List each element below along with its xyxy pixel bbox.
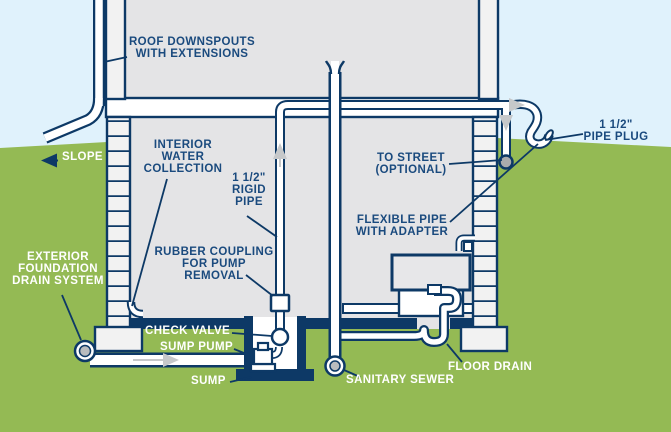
left-block-wall [105, 115, 132, 330]
exterior-drain-pipe [73, 339, 248, 368]
label-sump: SUMP [191, 375, 226, 387]
rubber-coupling-figure [269, 293, 291, 313]
pipe-plug-figure [498, 154, 514, 170]
label-rigid-pipe: 1 1/2" RIGID PIPE [232, 172, 266, 208]
label-floor-drain: FLOOR DRAIN [448, 361, 533, 373]
vent-stack [324, 60, 346, 377]
label-pipe-plug: 1 1/2" PIPE PLUG [583, 119, 649, 143]
label-roof-downspouts: ROOF DOWNSPOUTS WITH EXTENSIONS [128, 36, 256, 60]
label-check-valve: CHECK VALVE [145, 325, 231, 337]
left-upper-wall [104, 0, 127, 101]
label-sump-pump: SUMP PUMP [160, 341, 234, 353]
right-block-wall [471, 115, 499, 330]
left-footing [93, 325, 144, 353]
check-valve-figure [270, 327, 290, 347]
right-upper-wall [477, 0, 500, 101]
label-rubber-coupling: RUBBER COUPLING FOR PUMP REMOVAL [154, 246, 274, 282]
laundry-tub [390, 253, 472, 318]
interior-collection-elbow [126, 301, 144, 319]
downspout [42, 0, 105, 144]
basement-slab [129, 318, 474, 329]
label-sanitary-sewer: SANITARY SEWER [346, 374, 455, 386]
to-street-pipe [498, 105, 514, 170]
label-interior-water-collection: INTERIOR WATER COLLECTION [143, 139, 223, 175]
label-exterior-foundation-drain: EXTERIOR FOUNDATION DRAIN SYSTEM [12, 251, 104, 287]
label-flexible-pipe: FLEXIBLE PIPE WITH ADAPTER [355, 214, 449, 238]
leader-lines [61, 56, 584, 383]
label-to-street: TO STREET (OPTIONAL) [375, 152, 447, 176]
floor-drain-pipe [341, 284, 462, 347]
label-slope: SLOPE [62, 151, 103, 163]
right-footing [459, 325, 509, 353]
flexible-pipe-figure [509, 98, 554, 149]
discharge-pipe [269, 100, 513, 347]
faucet-figure [455, 234, 475, 252]
